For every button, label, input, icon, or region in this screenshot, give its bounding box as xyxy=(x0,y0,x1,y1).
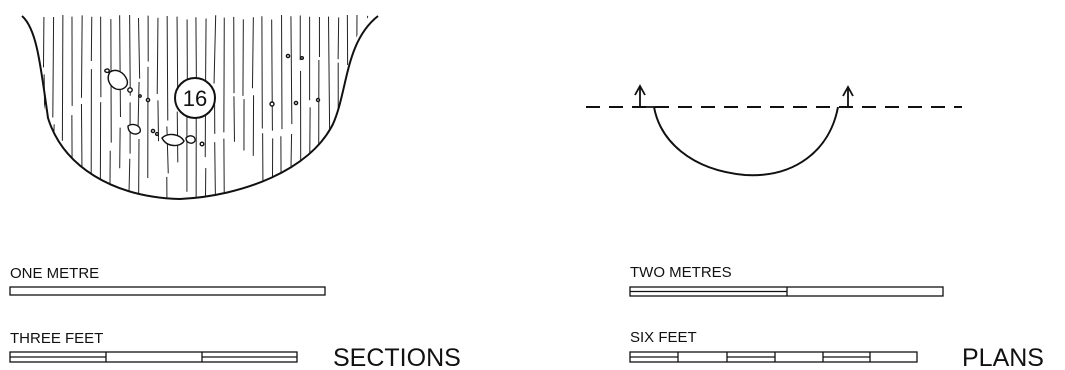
hatch-line xyxy=(213,15,217,84)
plan-imperial-label: SIX FEET xyxy=(630,329,697,346)
hatch-line xyxy=(166,126,169,174)
scale-bar-six-feet xyxy=(629,351,918,363)
hatch-line xyxy=(61,15,64,141)
fill-hatching xyxy=(42,15,369,198)
hatch-line xyxy=(166,16,169,121)
plan-drawing xyxy=(586,84,962,177)
context-number-circle xyxy=(174,77,216,119)
plan-scale-imperial: SIX FEET xyxy=(629,329,918,363)
pit-plan-outline xyxy=(653,106,839,177)
hatch-line xyxy=(137,138,140,198)
hatch-line xyxy=(290,16,293,125)
hatch-line xyxy=(328,16,331,144)
hatch-line xyxy=(137,81,140,130)
sections-title: SECTIONS xyxy=(333,344,461,370)
hatch-line xyxy=(271,19,273,131)
hatch-line xyxy=(251,17,254,89)
hatch-line xyxy=(289,134,293,198)
hatch-line xyxy=(337,169,340,198)
stone-inclusions xyxy=(104,53,321,147)
section-scale-imperial: THREE FEET xyxy=(9,330,298,363)
hatch-line xyxy=(129,15,131,96)
hatch-line xyxy=(214,142,216,198)
hatch-line xyxy=(80,104,83,198)
scale-bar-three-feet xyxy=(9,351,298,363)
plan-scale-metric: TWO METRES xyxy=(629,264,944,297)
hatch-line xyxy=(80,15,83,98)
hatch-line xyxy=(223,138,226,198)
hatch-line xyxy=(366,105,368,178)
hatch-line xyxy=(128,158,131,198)
section-scale-metric: ONE METRE xyxy=(9,265,326,296)
section-drawing: 16 xyxy=(21,15,379,201)
hatch-line xyxy=(119,15,121,118)
pit-profile-outline xyxy=(21,15,379,201)
hatch-line xyxy=(366,182,368,198)
section-metric-label: ONE METRE xyxy=(10,265,99,282)
scale-bar-two-metres xyxy=(629,286,944,297)
plans-title: PLANS xyxy=(962,344,1044,370)
section-arrow-right xyxy=(842,85,854,107)
hatch-line xyxy=(52,16,55,118)
hatch-line xyxy=(156,17,159,95)
hatch-line xyxy=(109,150,111,198)
hatch-line xyxy=(138,17,141,79)
hatch-line xyxy=(233,96,235,142)
scale-bar-one-metre xyxy=(9,286,326,296)
plan-metric-label: TWO METRES xyxy=(630,264,732,281)
section-arrow-left xyxy=(634,84,655,108)
section-imperial-label: THREE FEET xyxy=(10,330,103,347)
hatch-line xyxy=(337,17,340,60)
hatch-line xyxy=(204,168,207,198)
context-number: 16 xyxy=(183,86,207,111)
